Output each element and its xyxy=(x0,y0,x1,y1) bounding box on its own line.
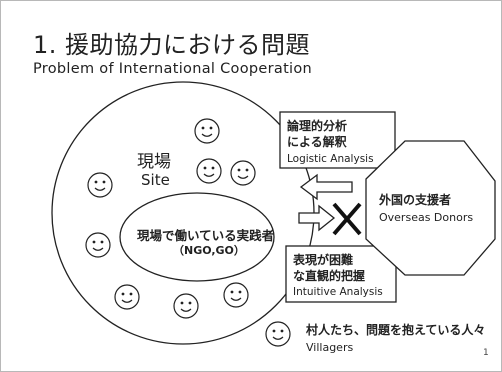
smiley-face-icon xyxy=(265,321,291,347)
page-number: 1 xyxy=(483,348,489,358)
intuitive-analysis-line2: な直観的把握 xyxy=(293,269,366,283)
donors-label-jp: 外国の支援者 xyxy=(379,193,452,207)
donors-label-en: Overseas Donors xyxy=(379,211,474,224)
villagers-label-en: Villagers xyxy=(306,341,354,354)
smiley-face-icon xyxy=(114,284,140,310)
slide-subtitle: Problem of International Cooperation xyxy=(33,61,313,77)
logistic-analysis-box xyxy=(279,111,396,169)
cross-icon xyxy=(332,202,362,236)
donors-octagon xyxy=(365,140,496,276)
field-workers-ellipse xyxy=(119,192,275,282)
slide-title: 1. 援助協力における問題 xyxy=(33,31,311,59)
smiley-face-icon xyxy=(223,282,249,308)
site-label-jp: 現場 xyxy=(137,152,171,172)
logistic-analysis-label-en: Logistic Analysis xyxy=(287,153,374,165)
smiley-face-icon xyxy=(85,232,111,258)
smiley-face-icon xyxy=(87,172,113,198)
intuitive-analysis-line1: 表現が困難 xyxy=(293,253,354,267)
smiley-face-icon xyxy=(230,160,256,186)
field-workers-label-en: （NGO,GO） xyxy=(173,244,245,257)
intuitive-analysis-box xyxy=(285,245,397,303)
intuitive-analysis-label-en: Intuitive Analysis xyxy=(293,286,383,298)
villagers-label-jp: 村人たち、問題を抱えている人々 xyxy=(306,323,486,337)
smiley-face-icon xyxy=(196,158,222,184)
smiley-face-icon xyxy=(173,293,199,319)
arrow-right-icon xyxy=(298,204,336,232)
smiley-face-icon xyxy=(194,118,220,144)
site-label-en: Site xyxy=(141,171,170,189)
field-workers-label-jp: 現場で働いている実践者 xyxy=(137,228,275,243)
arrow-left-icon xyxy=(299,173,353,201)
logistic-analysis-line1: 論理的分析 xyxy=(287,119,348,133)
logistic-analysis-line2: による解釈 xyxy=(287,135,347,149)
